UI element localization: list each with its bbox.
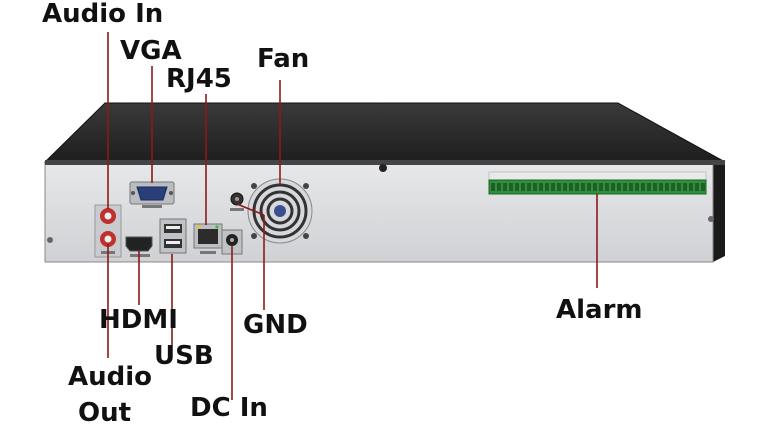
vga-label: VGA [120, 36, 182, 66]
alarm-terminal-pin [701, 183, 705, 191]
alarm-terminal-pin [635, 183, 639, 191]
usb-port-icon [159, 218, 187, 254]
alarm-terminal-pin [557, 183, 561, 191]
alarm-terminal-pin [497, 183, 501, 191]
alarm-terminal-pin [551, 183, 555, 191]
alarm-terminal-pin [653, 183, 657, 191]
panel-screw-icon [47, 237, 53, 243]
fan-icon [247, 178, 313, 244]
alarm-terminal-pin [569, 183, 573, 191]
leader-lines [107, 32, 598, 400]
alarm-terminal-pin [533, 183, 537, 191]
alarm-terminal-pin [491, 183, 495, 191]
dc-in-label: DC In [190, 393, 268, 423]
alarm-terminal-pin [665, 183, 669, 191]
alarm-terminal-pin [575, 183, 579, 191]
gnd-leader [236, 203, 265, 216]
alarm-terminal-pin [623, 183, 627, 191]
alarm-terminal-icon [488, 171, 707, 195]
alarm-terminal-pin [545, 183, 549, 191]
alarm-terminal-pin [539, 183, 543, 191]
alarm-terminal-pin [599, 183, 603, 191]
alarm-terminal-pin [683, 183, 687, 191]
alarm-terminal-pin [503, 183, 507, 191]
ground-screw-icon [230, 192, 244, 211]
alarm-terminal-pin [581, 183, 585, 191]
audio-in-label: Audio In [42, 0, 164, 29]
chassis-side [713, 162, 725, 262]
alarm-terminal-pin [689, 183, 693, 191]
alarm-terminal-pin [641, 183, 645, 191]
alarm-terminal-pin [647, 183, 651, 191]
usb-label: USB [154, 341, 214, 371]
alarm-terminal-pin [659, 183, 663, 191]
alarm-terminal-pin [677, 183, 681, 191]
alarm-terminal-pin [563, 183, 567, 191]
rj45-label: RJ45 [166, 64, 232, 94]
alarm-terminal-pin [605, 183, 609, 191]
alarm-terminal-pin [629, 183, 633, 191]
fan-label: Fan [257, 44, 310, 74]
chassis-top [43, 102, 726, 163]
hdmi-port-icon [125, 236, 153, 257]
top-screw-icon [379, 164, 387, 172]
panel-screw-icon [708, 216, 714, 222]
alarm-terminal-pin [611, 183, 615, 191]
alarm-terminal-pin [695, 183, 699, 191]
alarm-terminal-pin [671, 183, 675, 191]
chassis-lip [45, 160, 725, 165]
vga-port-icon [129, 181, 175, 208]
alarm-label: Alarm [556, 295, 643, 325]
hdmi-label: HDMI [99, 305, 178, 335]
alarm-terminal-pin [593, 183, 597, 191]
gnd-label: GND [243, 310, 308, 340]
audio-out-label-line2: Out [78, 398, 132, 428]
alarm-terminal-pin [521, 183, 525, 191]
alarm-terminal-pin [509, 183, 513, 191]
audio-out-label-line1: Audio [68, 362, 153, 392]
alarm-terminal-pin [587, 183, 591, 191]
alarm-terminal-pin [527, 183, 531, 191]
dc-jack-icon [221, 229, 243, 255]
alarm-terminal-pin [617, 183, 621, 191]
alarm-terminal-pin [515, 183, 519, 191]
